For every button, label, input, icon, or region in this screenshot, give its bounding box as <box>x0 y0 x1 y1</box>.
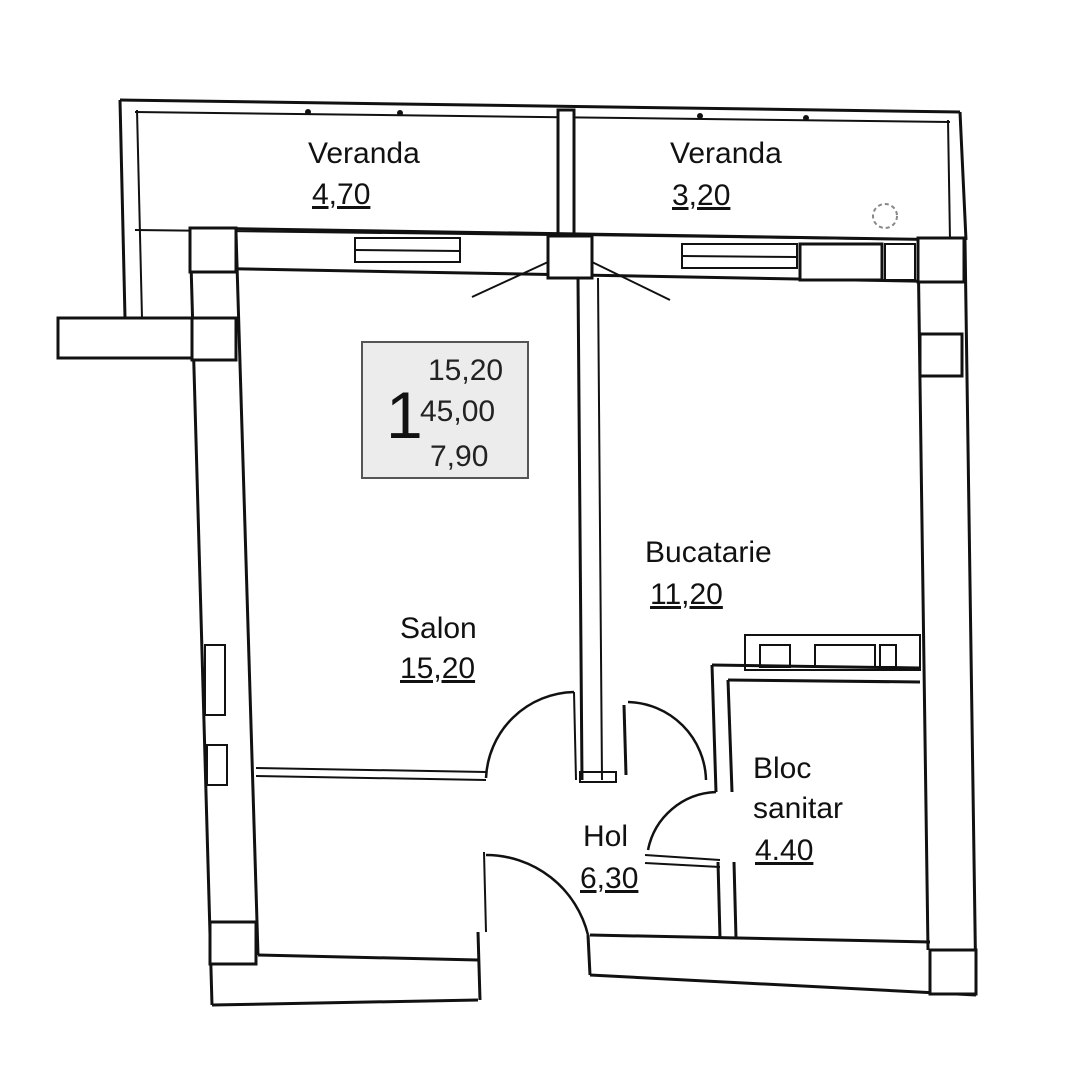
veranda-area-value: 7,90 <box>430 440 488 473</box>
hol-label: Hol <box>583 820 628 853</box>
columns <box>188 226 978 996</box>
balcony-door-swings <box>471 261 671 301</box>
veranda-left-area: 4,70 <box>312 178 370 211</box>
area-summary-box: 1 15,20 45,00 7,90 <box>361 341 529 479</box>
bloc-sanitar-area: 4.40 <box>755 834 813 867</box>
salon-area: 15,20 <box>400 652 475 685</box>
bucatarie-label: Bucatarie <box>645 536 772 569</box>
total-area-value: 45,00 <box>420 395 495 428</box>
living-area-value: 15,20 <box>428 354 503 387</box>
interior-walls <box>255 277 921 939</box>
veranda-right-area: 3,20 <box>672 179 730 212</box>
apartment-number: 1 <box>386 378 423 452</box>
veranda-right-label: Veranda <box>670 137 782 170</box>
room-labels: Veranda 4,70 Veranda 3,20 Bucatarie 11,2… <box>308 137 843 895</box>
hol-area: 6,30 <box>580 862 638 895</box>
bloc-sanitar-label-line1: Bloc <box>753 752 811 785</box>
veranda-left-label: Veranda <box>308 137 420 170</box>
bloc-sanitar-label-line2: sanitar <box>753 792 843 825</box>
door-arcs <box>483 690 717 936</box>
salon-label: Salon <box>400 612 477 645</box>
bucatarie-area: 11,20 <box>650 578 723 611</box>
windows <box>204 237 916 786</box>
veranda-frame <box>118 98 968 319</box>
